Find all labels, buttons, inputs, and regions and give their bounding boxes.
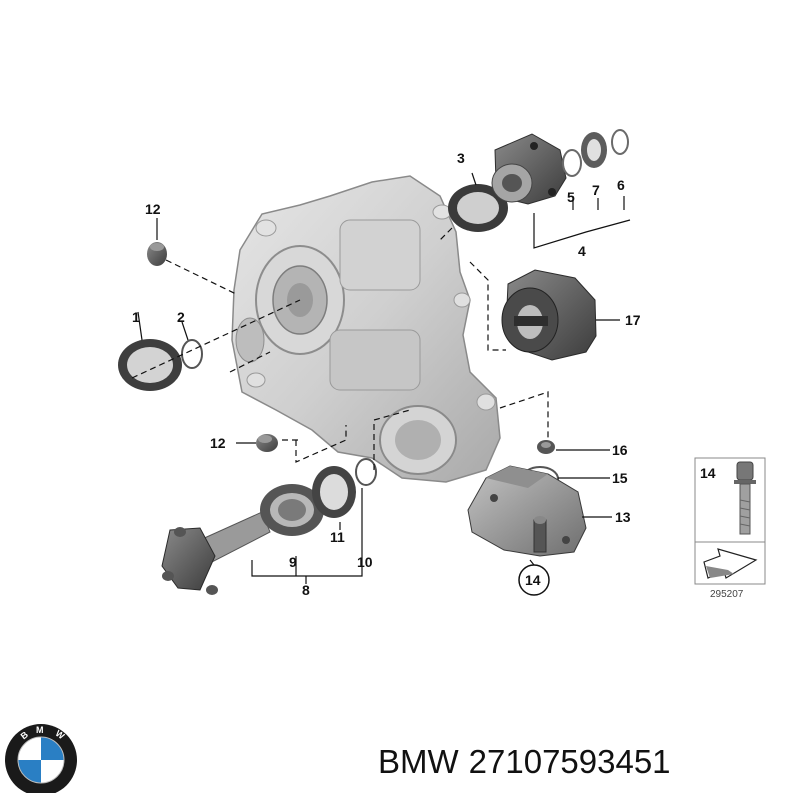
bmw-logo: B M W <box>5 724 77 793</box>
callout-labels: 12 1 2 3 5 7 6 4 17 12 16 15 13 11 9 10 … <box>132 150 641 598</box>
part-12-plug-bottom <box>256 434 278 452</box>
logo-quadrant-blue-top <box>41 737 64 760</box>
callout-4: 4 <box>578 243 586 259</box>
part-number: 27107593451 <box>468 743 671 780</box>
callout-15: 15 <box>612 470 628 486</box>
svg-text:B: B <box>19 729 31 741</box>
part-1-seal <box>118 339 182 391</box>
part-3-seal <box>448 184 508 232</box>
callout-11: 11 <box>330 529 345 545</box>
callout-17: 17 <box>625 312 641 328</box>
callout-3: 3 <box>457 150 465 166</box>
part-10-o-ring <box>355 458 377 486</box>
callout-6: 6 <box>617 177 625 193</box>
part-16-bushing <box>537 440 555 454</box>
logo-quadrant-blue-bottom <box>18 760 41 783</box>
callout-2: 2 <box>177 309 185 325</box>
callout-1: 1 <box>132 309 140 325</box>
leader-lines <box>131 172 631 584</box>
reference-code: 295207 <box>710 589 744 600</box>
callout-7: 7 <box>592 182 600 198</box>
part-2-o-ring <box>181 339 203 369</box>
callout-13: 13 <box>615 509 631 525</box>
exploded-parts-diagram: 12 1 2 3 5 7 6 4 17 12 16 15 13 11 9 10 … <box>118 129 766 600</box>
part-5-o-ring <box>562 149 582 177</box>
callout-12-top: 12 <box>145 201 161 217</box>
part-17-actuator <box>501 269 597 361</box>
detail-box-label: 14 <box>700 465 716 481</box>
part-7-seal <box>581 132 607 168</box>
bolt-icon <box>734 461 756 535</box>
callout-8: 8 <box>302 582 310 598</box>
part-6-o-ring <box>611 129 629 155</box>
svg-text:M: M <box>36 725 44 735</box>
part-4-flange <box>491 133 567 205</box>
brand-name: BMW <box>378 743 459 780</box>
callout-14-circle <box>518 564 550 596</box>
part-9-seal <box>260 484 324 536</box>
callout-9: 9 <box>289 554 297 570</box>
part-12-plug-top <box>147 242 167 266</box>
detail-box-part-14: 14 295207 <box>694 457 766 600</box>
callout-16: 16 <box>612 442 628 458</box>
callout-14: 14 <box>525 572 541 588</box>
arrow-icon <box>703 548 758 579</box>
callout-10: 10 <box>357 554 373 570</box>
transfer-case-housing <box>231 175 501 483</box>
part-11-seal <box>312 466 356 518</box>
callout-5: 5 <box>567 189 575 205</box>
part-13-servo-motor <box>467 465 587 557</box>
part-8-output-shaft <box>161 511 271 595</box>
callout-12-bottom: 12 <box>210 435 226 451</box>
